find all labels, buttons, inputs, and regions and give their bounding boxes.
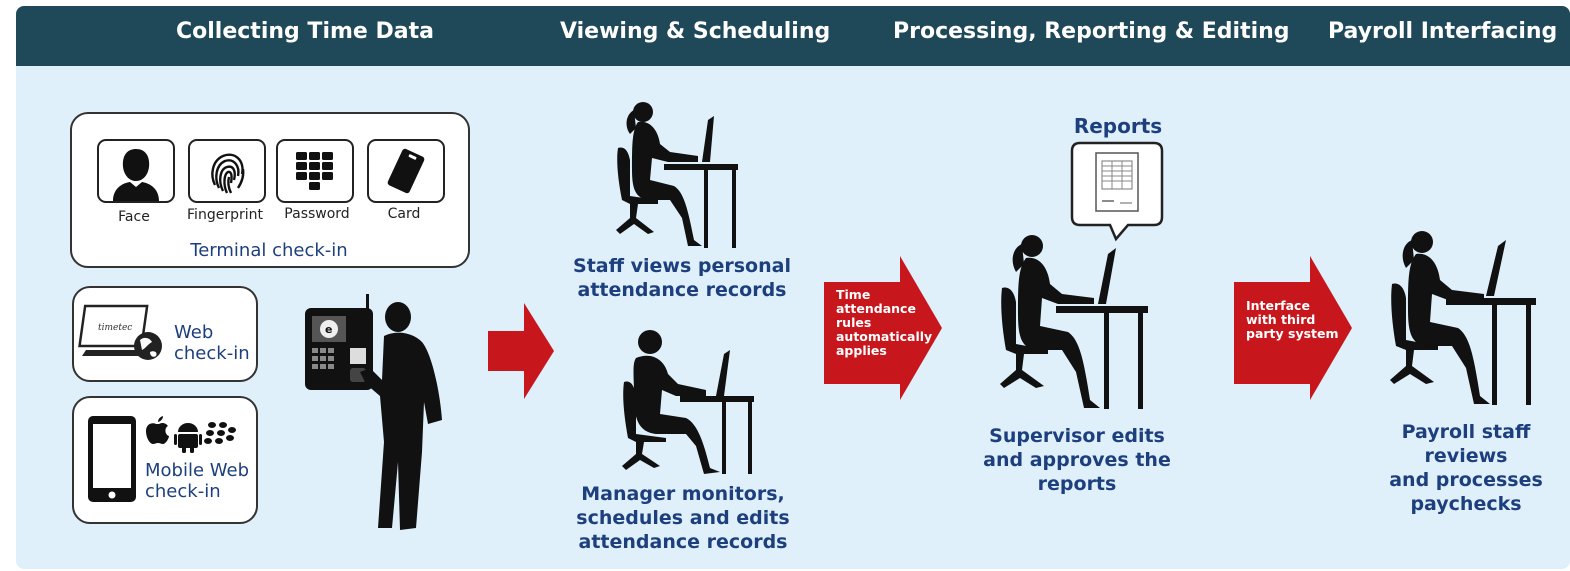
interface-line2: with third [1246, 312, 1316, 327]
interface-arrow-text: Interface with third party system [1246, 299, 1339, 341]
web-checkin-label: Web check-in [174, 322, 250, 364]
svg-text:timetec: timetec [98, 323, 132, 333]
staff-silhouette [616, 102, 738, 248]
payroll-line1: Payroll staff reviews [1401, 421, 1531, 467]
card-label: Card [387, 206, 421, 222]
keypad-icon [296, 152, 333, 190]
mobile-line2: check-in [145, 481, 221, 502]
interface-line3: party system [1246, 326, 1339, 341]
rules-line1: Time [836, 287, 871, 302]
terminal-device-icon: e [305, 294, 373, 390]
password-label: Password [284, 206, 350, 222]
fingerprint-label: Fingerprint [187, 207, 263, 223]
manager-line2: schedules and edits [576, 507, 790, 529]
face-tile [97, 139, 175, 203]
apple-icon [146, 416, 169, 444]
face-label: Face [118, 209, 150, 225]
terminal-checkin-title: Terminal check-in [190, 240, 348, 261]
supervisor-silhouette [1000, 235, 1148, 409]
rules-line2: attendance [836, 301, 916, 316]
mobile-line1: Mobile Web [145, 460, 250, 481]
fingerprint-icon [211, 153, 245, 194]
staff-line1: Staff views personal [573, 255, 791, 277]
payroll-line3: paychecks [1410, 493, 1522, 515]
header-collecting: Collecting Time Data [176, 19, 434, 44]
fingerprint-tile [188, 139, 266, 203]
manager-caption: Manager monitors, schedules and edits at… [572, 482, 794, 554]
person-silhouette [360, 302, 442, 530]
svg-text:e: e [325, 323, 332, 336]
manager-line1: Manager monitors, [581, 483, 785, 505]
card-icon [387, 148, 425, 194]
payroll-caption: Payroll staff reviews and processes payc… [1362, 420, 1570, 516]
supervisor-line1: Supervisor edits [989, 425, 1165, 447]
rules-line5: applies [836, 343, 887, 358]
reports-title: Reports [1073, 114, 1163, 138]
payroll-silhouette [1390, 231, 1536, 405]
web-monitor-icon: timetec [78, 304, 162, 360]
web-line2: check-in [174, 343, 250, 364]
android-icon [174, 423, 202, 453]
rules-arrow-text: Time attendance rules automatically appl… [836, 288, 932, 358]
interface-line1: Interface [1246, 298, 1310, 313]
web-line1: Web [174, 322, 214, 343]
report-document-icon [1095, 152, 1139, 212]
blackberry-icon [204, 422, 236, 444]
flow-arrow-3 [1234, 256, 1352, 400]
supervisor-caption: Supervisor edits and approves the report… [976, 424, 1178, 496]
mobile-checkin-label: Mobile Web check-in [145, 460, 249, 502]
rules-line4: automatically [836, 329, 933, 344]
card-tile [367, 139, 445, 203]
mobile-icons [88, 416, 236, 502]
header-processing: Processing, Reporting & Editing [893, 19, 1290, 44]
staff-caption: Staff views personal attendance records [572, 254, 792, 302]
manager-silhouette [622, 330, 754, 474]
face-icon [113, 149, 159, 201]
report-speech-bubble [1070, 141, 1164, 242]
header-viewing: Viewing & Scheduling [560, 19, 831, 44]
password-tile [276, 139, 354, 203]
terminal-user-illustration: e [305, 294, 442, 530]
supervisor-line3: reports [1037, 473, 1117, 495]
flow-arrow-2 [824, 256, 942, 400]
staff-line2: attendance records [577, 279, 787, 301]
rules-line3: rules [836, 315, 872, 330]
header-bar [16, 6, 1570, 66]
supervisor-line2: and approves the [983, 449, 1171, 471]
flow-arrow-1 [488, 303, 554, 399]
manager-line3: attendance records [578, 531, 788, 553]
payroll-line2: and processes [1389, 469, 1543, 491]
header-payroll: Payroll Interfacing [1328, 19, 1558, 44]
